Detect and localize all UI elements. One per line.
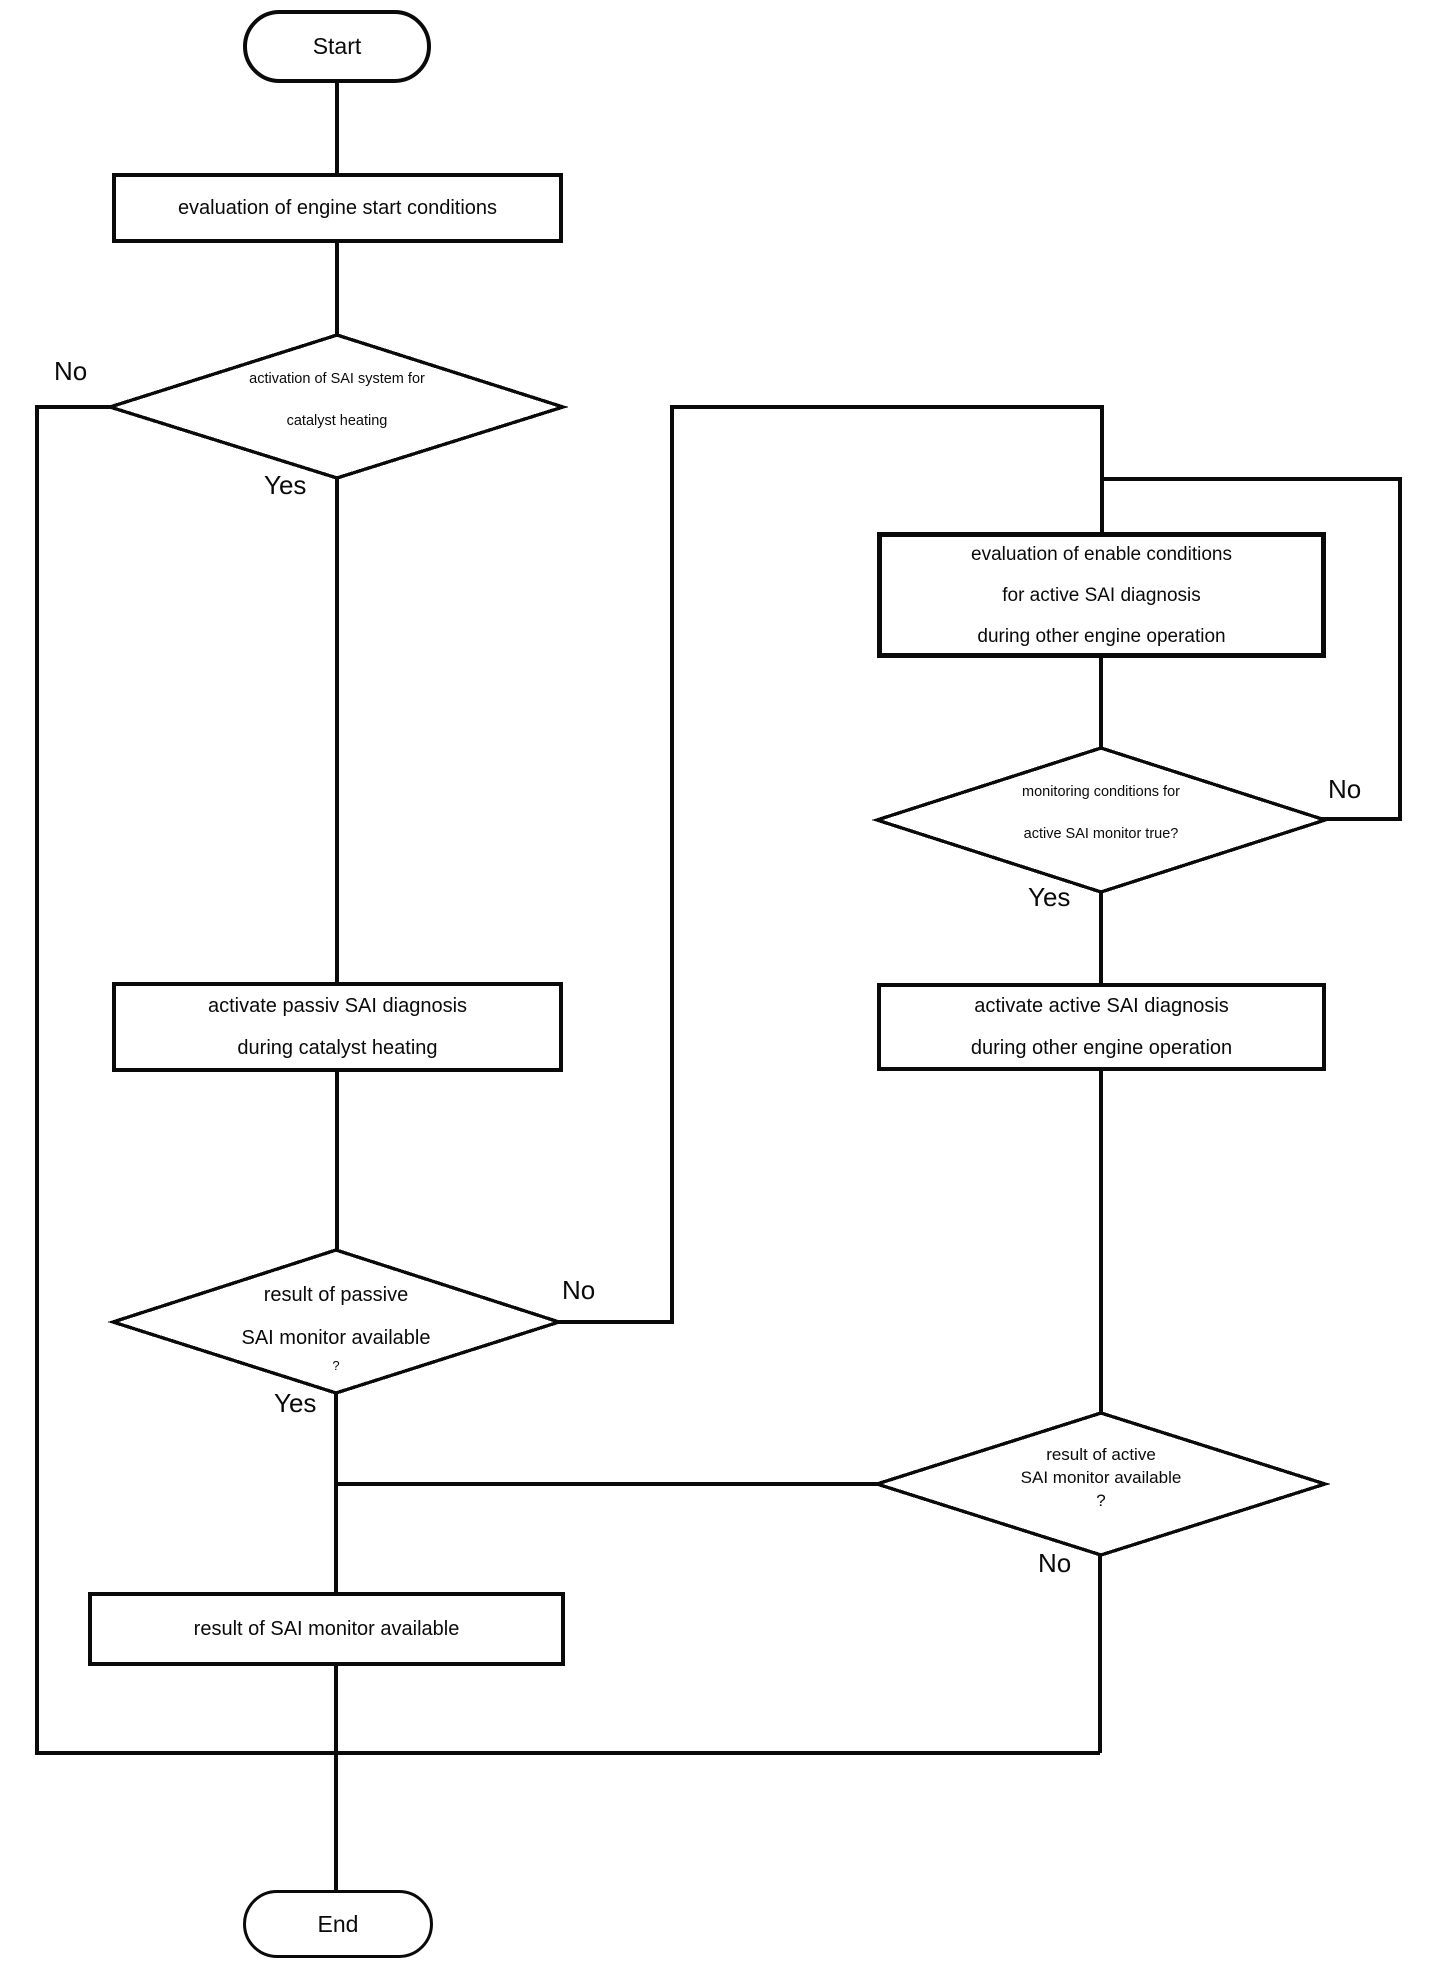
decision-result-active-shape bbox=[871, 1411, 1331, 1557]
process-text: activate active SAI diagnosis bbox=[974, 995, 1229, 1017]
connector-result-passive-no-to-enable bbox=[559, 405, 1104, 1324]
process-evaluation-enable-conditions: evaluation of enable conditions for acti… bbox=[877, 532, 1326, 658]
process-activate-active-sai: activate active SAI diagnosis during oth… bbox=[877, 983, 1326, 1071]
end-label: End bbox=[317, 1910, 359, 1937]
decision-result-passive-shape bbox=[107, 1248, 565, 1395]
label-yes-sai-activation: Yes bbox=[262, 470, 309, 500]
start-label: Start bbox=[312, 33, 362, 59]
process-result-sai-monitor-available: result of SAI monitor available bbox=[88, 1592, 565, 1666]
connector-monitoring-no-loop bbox=[1104, 477, 1402, 821]
start-terminal: Start bbox=[243, 10, 431, 83]
process-text: result of SAI monitor available bbox=[193, 1618, 460, 1640]
process-text: evaluation of engine start conditions bbox=[177, 197, 498, 219]
connector-decision1-no-loop bbox=[35, 405, 1100, 1755]
label-yes-monitoring: Yes bbox=[1026, 882, 1073, 912]
process-text: during other engine operation bbox=[970, 1037, 1233, 1059]
process-text: activate passiv SAI diagnosis bbox=[207, 995, 468, 1017]
process-evaluation-engine-start: evaluation of engine start conditions bbox=[112, 173, 563, 243]
label-no-result-passive: No bbox=[560, 1275, 598, 1305]
label-no-sai-activation: No bbox=[52, 356, 90, 386]
decision-monitoring-shape bbox=[871, 746, 1331, 894]
label-yes-result-passive: Yes bbox=[272, 1388, 319, 1418]
decision-sai-activation-shape bbox=[104, 333, 569, 480]
process-text: for active SAI diagnosis bbox=[1002, 584, 1201, 606]
end-terminal: End bbox=[243, 1890, 433, 1958]
process-text: evaluation of enable conditions bbox=[971, 543, 1232, 565]
process-text: during other engine operation bbox=[977, 625, 1226, 647]
label-no-result-active: No bbox=[1036, 1548, 1074, 1578]
label-no-monitoring: No bbox=[1326, 774, 1364, 804]
process-text: during catalyst heating bbox=[237, 1037, 438, 1059]
process-activate-passive-sai: activate passiv SAI diagnosis during cat… bbox=[112, 982, 563, 1072]
